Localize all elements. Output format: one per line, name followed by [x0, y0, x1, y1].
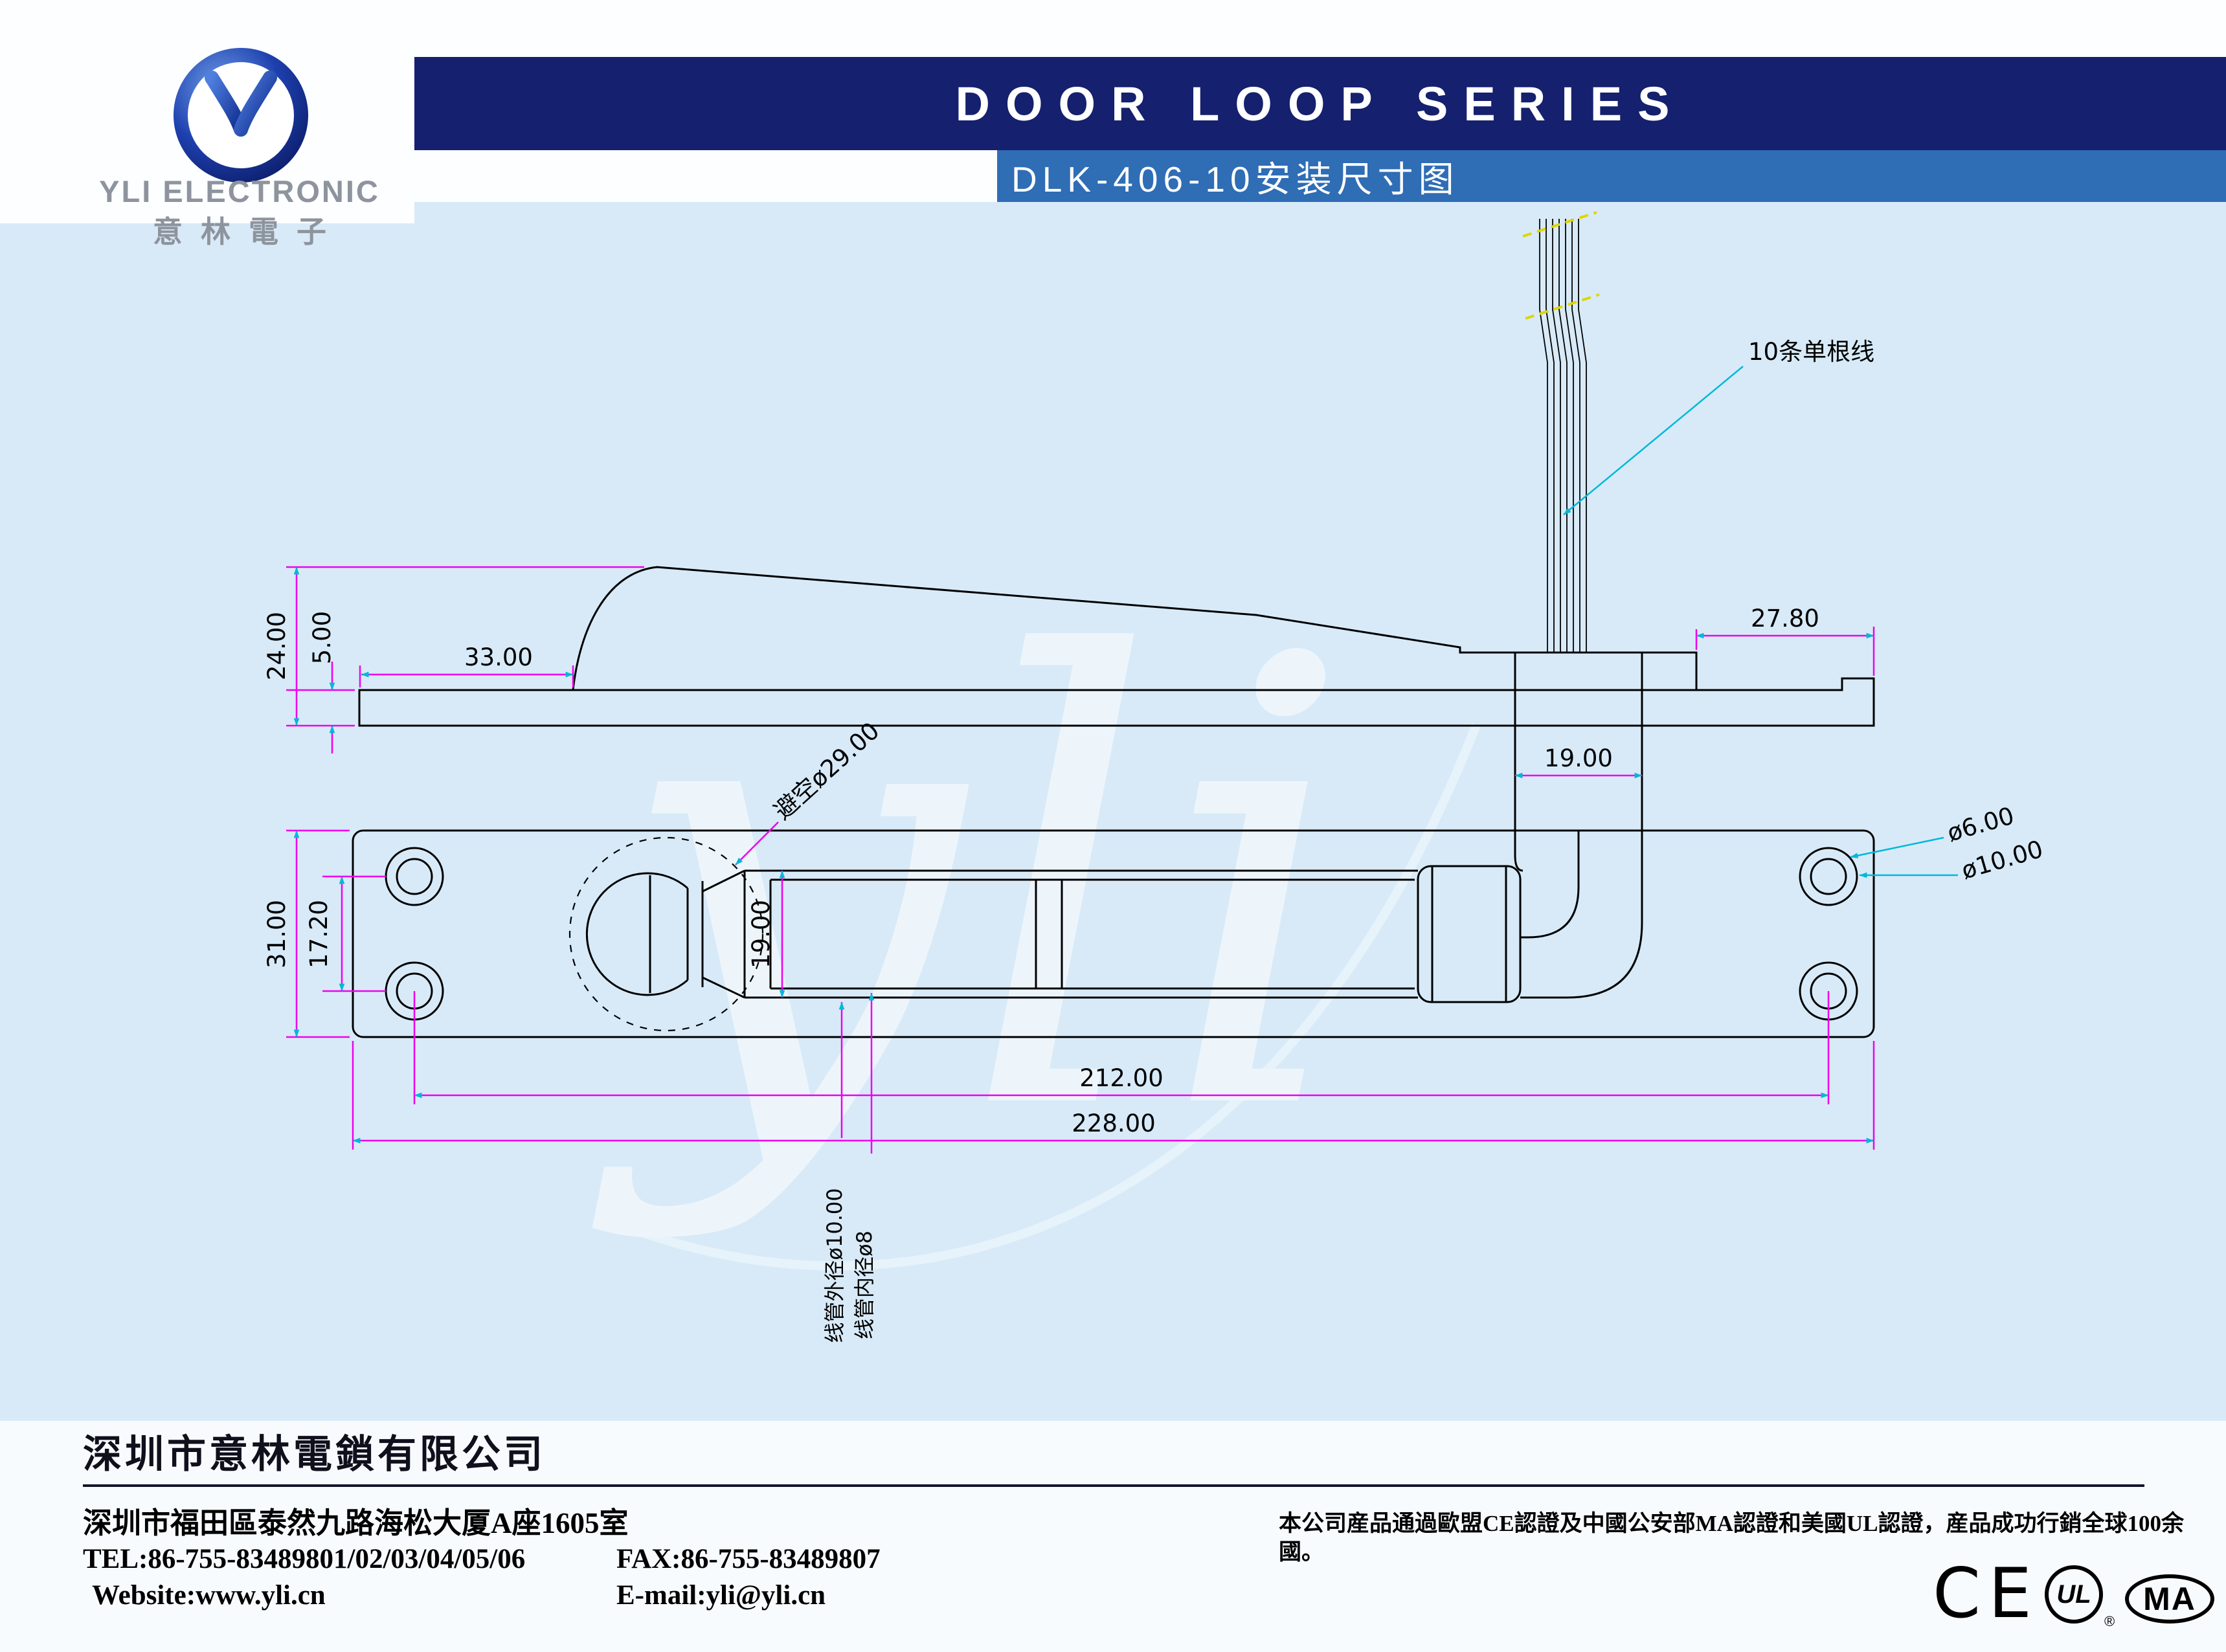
series-title-banner: DOOR LOOP SERIES — [414, 57, 2226, 150]
registered-mark-icon: ® — [2104, 1613, 2115, 1629]
loop-end — [585, 872, 704, 996]
dimension-lines — [293, 566, 1874, 1144]
wire-break-marks — [1522, 211, 1600, 320]
side-view — [358, 566, 1875, 831]
logo-company-name: YLI ELECTRONIC — [99, 174, 380, 208]
ce-certification-icon: CE — [1933, 1554, 2040, 1633]
fax-number: FAX:86-755-83489807 — [616, 1544, 881, 1574]
tel-number: TEL:86-755-83489801/02/03/04/05/06 — [83, 1544, 526, 1574]
ul-certification-icon: UL — [2045, 1565, 2103, 1624]
plan-view — [352, 829, 1875, 1038]
yli-watermark: yli — [586, 530, 1481, 1271]
dim-33: 33.00 — [464, 643, 533, 671]
dimension-texts: 24.00 5.00 33.00 27.80 19.00 10条单根线 31.0… — [263, 338, 2046, 1343]
clearance-circle — [568, 836, 764, 1032]
footer-divider — [83, 1484, 2144, 1487]
mounting-holes — [385, 847, 1858, 1021]
conduit-lines — [1514, 653, 1643, 831]
leader-lines — [735, 366, 1958, 1154]
dim-5: 5.00 — [308, 611, 336, 664]
leader-clearance — [735, 821, 779, 865]
plate-profile — [358, 677, 1875, 727]
company-address: 深圳市福田區泰然九路海松大厦A座1605室 — [83, 1507, 629, 1539]
series-title: DOOR LOOP SERIES — [955, 76, 1685, 131]
banner-gap — [414, 150, 997, 202]
wire-bundle — [1539, 219, 1587, 653]
dim-212: 212.00 — [1079, 1064, 1163, 1092]
watermark-text: yli — [586, 530, 1356, 1246]
model-title-banner: DLK-406-10安装尺寸图 — [997, 150, 2226, 202]
logo-y-glyph — [205, 71, 277, 166]
leader-wires — [1563, 366, 1744, 515]
plate-outline — [352, 829, 1875, 1038]
footer-background — [0, 1421, 2226, 1652]
dim-27-8: 27.80 — [1751, 605, 1819, 632]
model-title: DLK-406-10安装尺寸图 — [1011, 159, 1459, 199]
logo-company-name-cn: 意林電子 — [153, 215, 344, 249]
dim-17-2: 17.20 — [305, 900, 333, 968]
dim-19-conduit: 19.00 — [1544, 744, 1613, 772]
dim-228: 228.00 — [1072, 1110, 1155, 1137]
cover-profile — [572, 566, 1698, 691]
ma-certification-icon: MA — [2125, 1574, 2214, 1624]
dim-31: 31.00 — [263, 900, 291, 968]
dim-10: ø10.00 — [1959, 835, 2046, 885]
tube-inner-label: 线管内径ø8 — [852, 1231, 877, 1339]
dim-clearance: 避空ø29.00 — [769, 717, 884, 825]
company-name: 深圳市意林電鎖有限公司 — [83, 1433, 546, 1476]
cable-elbow — [1514, 831, 1643, 999]
cable-sleeve — [1417, 865, 1522, 1003]
watermark-flourish — [600, 723, 1481, 1271]
dim-24: 24.00 — [263, 612, 291, 680]
extension-lines — [286, 566, 1875, 1150]
website-link[interactable]: Website:www.yli.cn — [92, 1580, 326, 1611]
slot-outline — [702, 869, 1418, 999]
leader-d6 — [1850, 836, 1944, 858]
tube-outer-label: 线管外径ø10.00 — [822, 1188, 847, 1343]
dim-19-slot: 19.00 — [747, 900, 775, 968]
dim-6: ø6.00 — [1944, 801, 2018, 847]
yli-logo-icon — [174, 48, 308, 183]
certification-note: 本公司産品通過歐盟CE認證及中國公安部MA認證和美國UL認證，産品成功行銷全球1… — [1279, 1511, 2185, 1565]
wires-label: 10条单根线 — [1748, 338, 1874, 366]
email-link[interactable]: E-mail:yli@yli.cn — [616, 1580, 826, 1611]
